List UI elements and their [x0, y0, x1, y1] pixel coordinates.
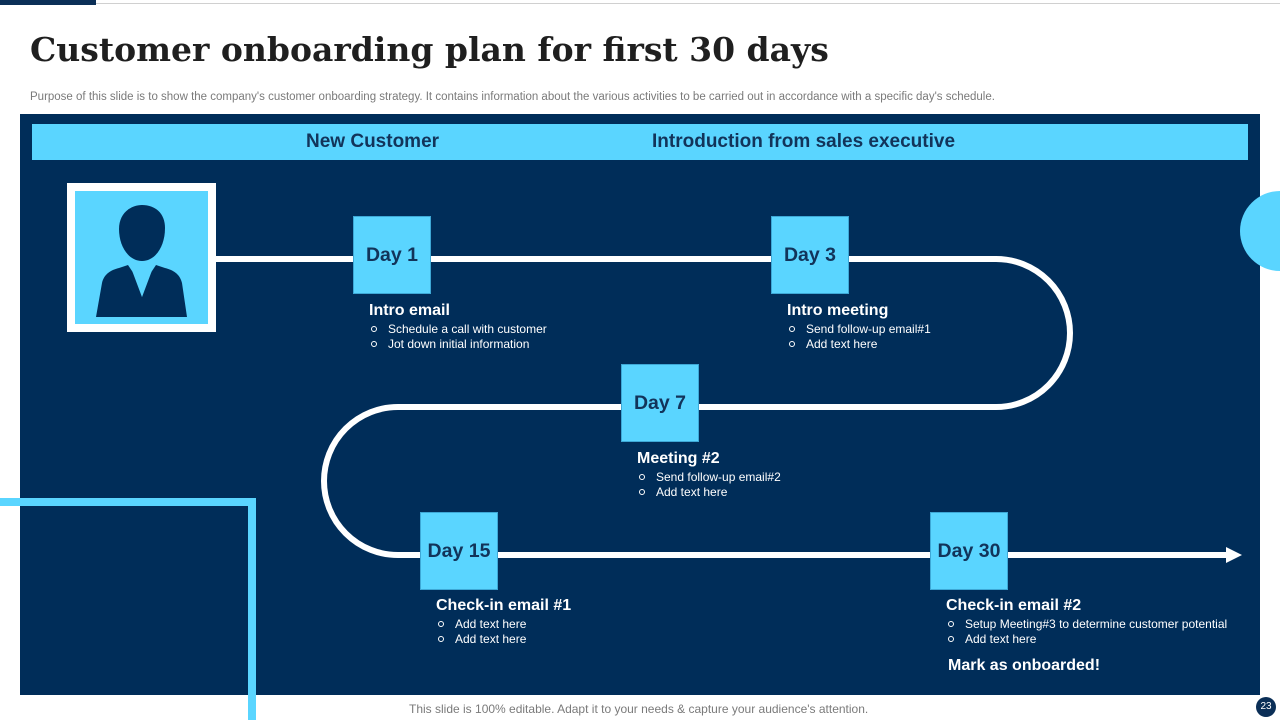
page-number-badge: 23 — [1256, 697, 1276, 717]
activity-day-7: Meeting #2 Send follow-up email#2 Add te… — [637, 450, 781, 499]
activity-day-3: Intro meeting Send follow-up email#1 Add… — [787, 302, 931, 351]
person-icon — [96, 205, 187, 317]
activity-title: Meeting #2 — [637, 450, 720, 467]
activity-title: Check-in email #1 — [436, 597, 572, 614]
list-item: Jot down initial information — [369, 337, 547, 352]
activity-list: Add text here Add text here — [436, 617, 571, 646]
list-item: Add text here — [637, 485, 781, 500]
activity-day-1: Intro email Schedule a call with custome… — [369, 302, 547, 351]
day-box-1: Day 1 — [354, 217, 430, 293]
arrow-head — [1226, 547, 1242, 563]
list-item: Add text here — [787, 337, 931, 352]
activity-list: Setup Meeting#3 to determine customer po… — [946, 617, 1227, 646]
list-item: Setup Meeting#3 to determine customer po… — [946, 617, 1227, 632]
day-box-3: Day 3 — [772, 217, 848, 293]
slide-title: Customer onboarding plan for first 30 da… — [30, 30, 829, 69]
activity-title: Check-in email #2 — [946, 597, 1082, 614]
list-item: Add text here — [436, 632, 571, 647]
day-box-15: Day 15 — [421, 513, 497, 589]
footer-note: This slide is 100% editable. Adapt it to… — [409, 702, 869, 716]
day-label: Day 30 — [937, 540, 1001, 562]
top-accent-bar — [0, 0, 96, 5]
slide-subtitle: Purpose of this slide is to show the com… — [30, 91, 995, 103]
banner-right-label: Introduction from sales executive — [652, 131, 956, 152]
day-label: Day 7 — [633, 392, 687, 414]
list-item: Add text here — [946, 632, 1227, 647]
avatar — [75, 191, 208, 324]
activity-list: Send follow-up email#1 Add text here — [787, 322, 931, 351]
corner-decoration — [0, 498, 256, 720]
day-box-30: Day 30 — [931, 513, 1007, 589]
activity-day-30: Check-in email #2 Setup Meeting#3 to det… — [946, 597, 1227, 646]
list-item: Schedule a call with customer — [369, 322, 547, 337]
onboarded-note: Mark as onboarded! — [948, 657, 1101, 674]
activity-title: Intro meeting — [787, 302, 889, 319]
activity-day-15: Check-in email #1 Add text here Add text… — [436, 597, 571, 646]
banner-left-label: New Customer — [306, 131, 440, 152]
day-label: Day 1 — [365, 244, 419, 266]
avatar-frame — [67, 183, 216, 332]
header-banner: New Customer Introduction from sales exe… — [32, 124, 1248, 160]
activity-list: Send follow-up email#2 Add text here — [637, 470, 781, 499]
top-rule — [0, 3, 1280, 4]
day-box-7: Day 7 — [622, 365, 698, 441]
activity-list: Schedule a call with customer Jot down i… — [369, 322, 547, 351]
activity-title: Intro email — [369, 302, 450, 319]
list-item: Add text here — [436, 617, 571, 632]
day-label: Day 3 — [783, 244, 837, 266]
day-label: Day 15 — [427, 540, 491, 562]
list-item: Send follow-up email#2 — [637, 470, 781, 485]
list-item: Send follow-up email#1 — [787, 322, 931, 337]
